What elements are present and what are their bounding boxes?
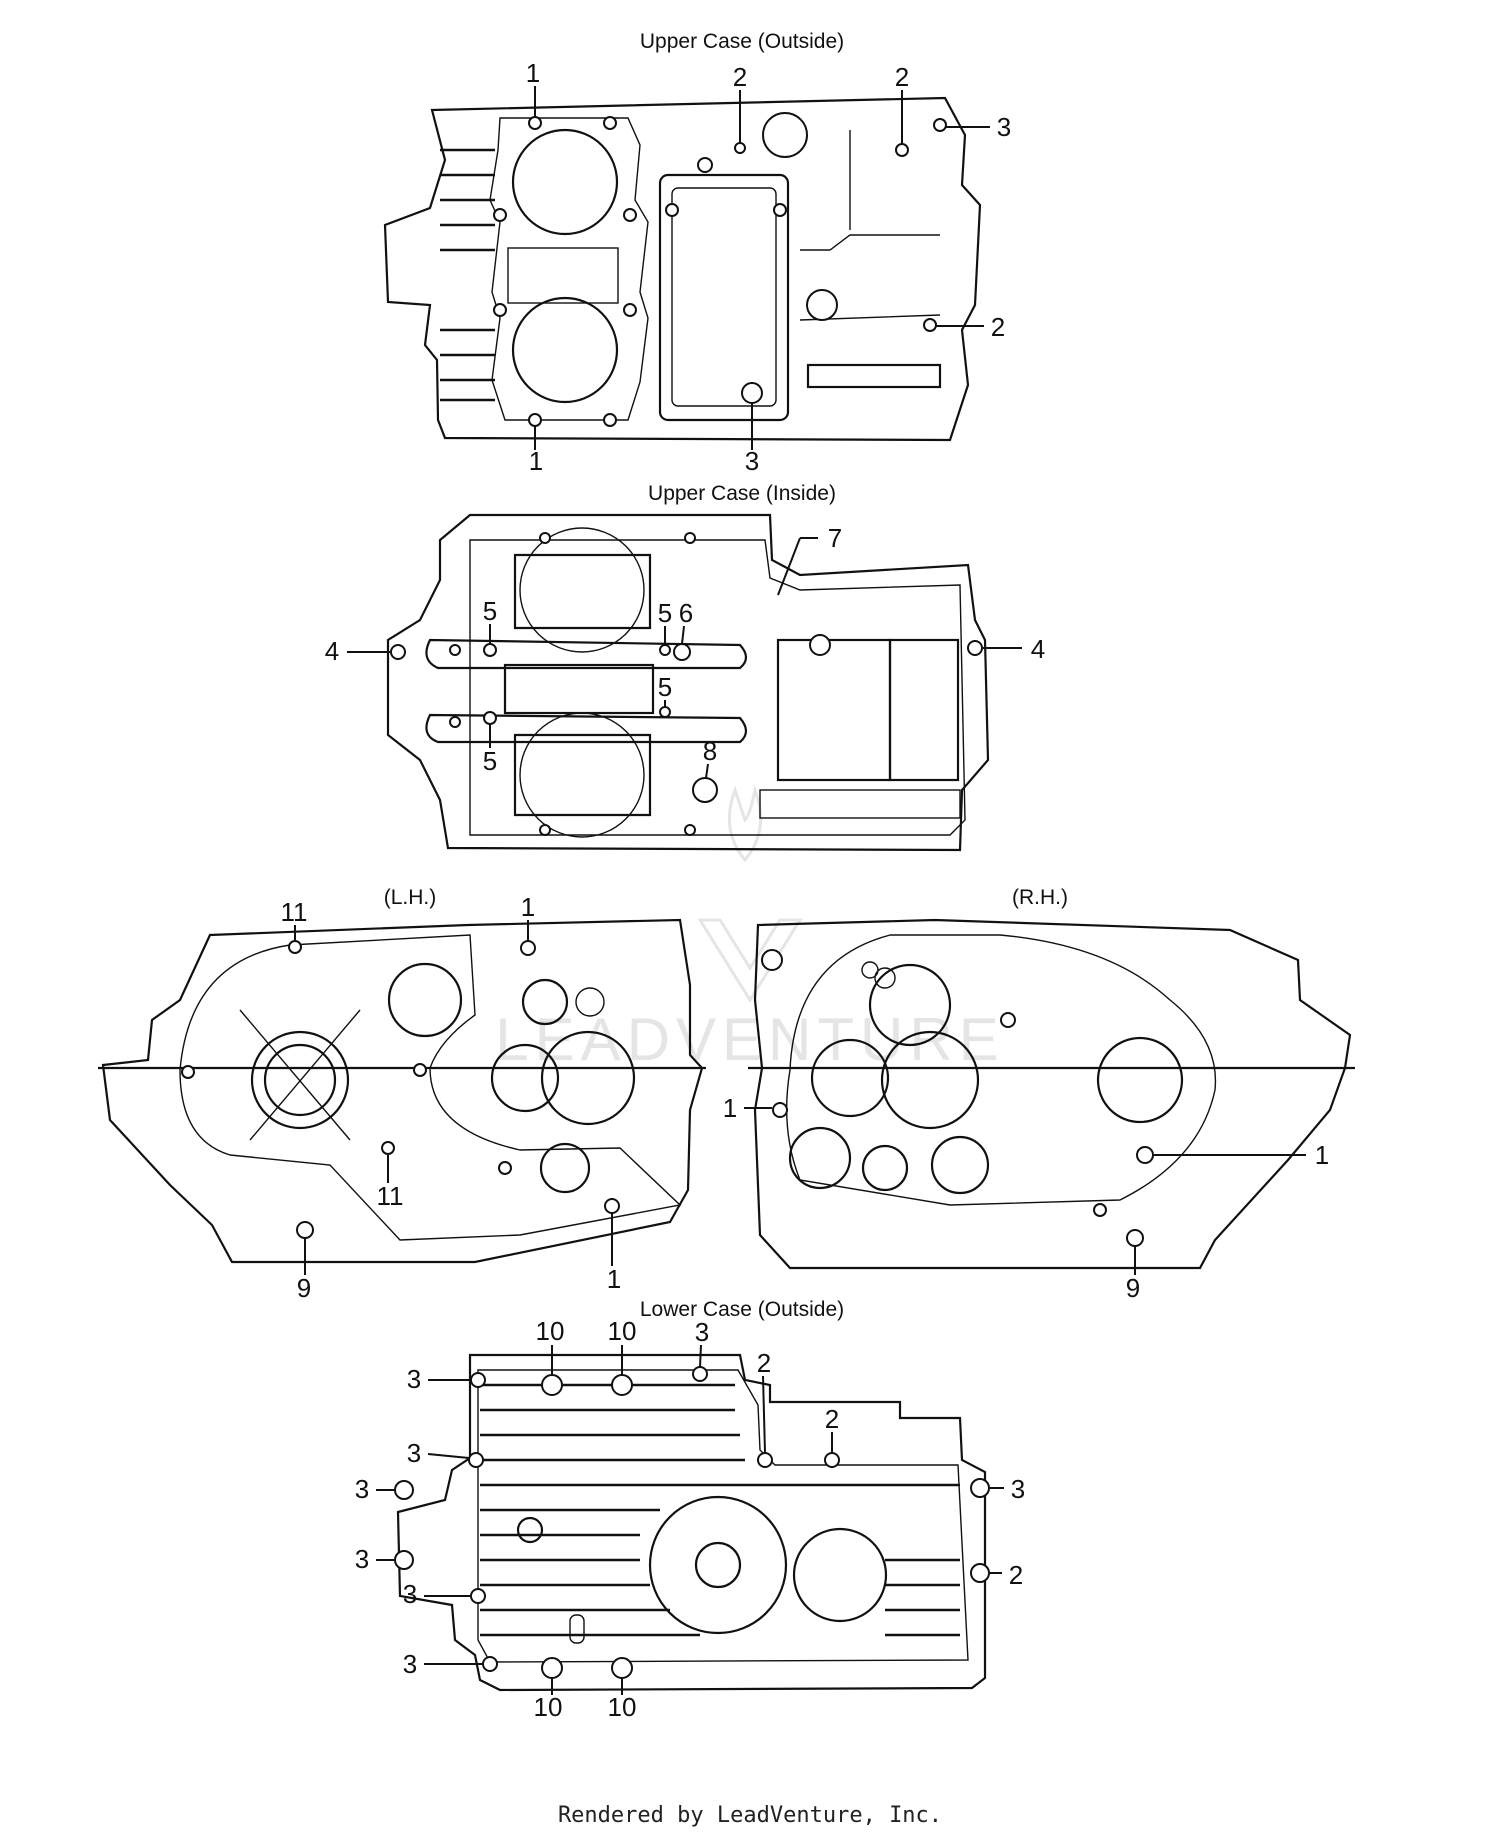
lower-case-outside: Lower Case (Outside): [355, 1298, 1025, 1722]
title-upper-case-inside: Upper Case (Inside): [648, 482, 836, 505]
upper-inside-sump: [776, 638, 892, 782]
footer-credit: Rendered by LeadVenture, Inc.: [557, 1803, 943, 1828]
callout-number: 4: [325, 636, 339, 666]
lh-case-outline: [101, 918, 704, 1264]
callout-number: 5: [658, 598, 672, 628]
callout-number: 3: [997, 112, 1011, 142]
cylinder-bore-1: [511, 128, 619, 236]
lower-outside-cooling-fins: [480, 1383, 960, 1637]
callout-number: 4: [1031, 634, 1045, 664]
callout-number: 1: [529, 446, 543, 476]
callout-number: 5: [658, 672, 672, 702]
callout-number: 1: [607, 1264, 621, 1294]
title-upper-case-outside: Upper Case (Outside): [640, 30, 844, 53]
cylinder-bore-2: [511, 296, 619, 404]
lower-outside-filter-boss: [648, 1495, 788, 1635]
callout-number: 3: [403, 1649, 417, 1679]
lower-outside-case-outline: [396, 1353, 987, 1692]
callout-number: 10: [608, 1692, 637, 1722]
callout-number: 3: [403, 1579, 417, 1609]
callout-number: 10: [536, 1316, 565, 1346]
callout-number: 2: [895, 62, 909, 92]
callout-number: 2: [733, 62, 747, 92]
callout-number: 3: [695, 1317, 709, 1347]
callout-number: 9: [1126, 1273, 1140, 1303]
callout-number: 1: [521, 892, 535, 922]
callout-number: 3: [355, 1474, 369, 1504]
callout-number: 3: [355, 1544, 369, 1574]
upper-inside-case-outline: [386, 513, 990, 852]
callout-number: 1: [723, 1093, 737, 1123]
callout-number: 3: [407, 1438, 421, 1468]
callout-number: 3: [407, 1364, 421, 1394]
title-rh: (R.H.): [1012, 886, 1068, 909]
callout-number: 5: [483, 746, 497, 776]
callout-number: 6: [679, 598, 693, 628]
callout-number: 5: [483, 596, 497, 626]
callout-number: 11: [281, 897, 308, 927]
lh-output-seal: [250, 1030, 350, 1130]
callout-number: 3: [745, 446, 759, 476]
callout-number: 8: [703, 736, 717, 766]
rh-crank-boss: [880, 1030, 980, 1130]
callout-number: 2: [757, 1348, 771, 1378]
left-hand-side-view: (L.H.) 11 1 11 9 1: [98, 886, 706, 1303]
right-hand-side-view: (R.H.) 1 1 9: [723, 886, 1355, 1303]
callout-number: 2: [825, 1404, 839, 1434]
title-lh: (L.H.): [384, 886, 437, 909]
callout-number: 3: [1011, 1474, 1025, 1504]
upper-outside-cover-plate: [658, 173, 790, 422]
watermark-text: LEADVENTURE: [495, 1006, 1004, 1073]
callout-number: 7: [828, 523, 842, 553]
title-lower-case-outside: Lower Case (Outside): [640, 1298, 844, 1321]
watermark: LEADVENTURE: [495, 784, 1004, 1073]
upper-case-inside: Upper Case (Inside) 7 5 5 6 4: [325, 482, 1045, 852]
callout-number: 2: [991, 312, 1005, 342]
callout-number: 11: [377, 1181, 404, 1211]
upper-outside-cooling-fins: [440, 148, 495, 402]
callout-number: 9: [297, 1273, 311, 1303]
callout-number: 2: [1009, 1560, 1023, 1590]
callout-number: 10: [608, 1316, 637, 1346]
callout-number: 1: [1315, 1140, 1329, 1170]
upper-case-outside: Upper Case (Outside): [383, 30, 1011, 476]
upper-outside-case-outline: [383, 96, 982, 442]
callout-number: 1: [526, 58, 540, 88]
callout-number: 10: [534, 1692, 563, 1722]
rh-case-outline: [753, 918, 1352, 1270]
